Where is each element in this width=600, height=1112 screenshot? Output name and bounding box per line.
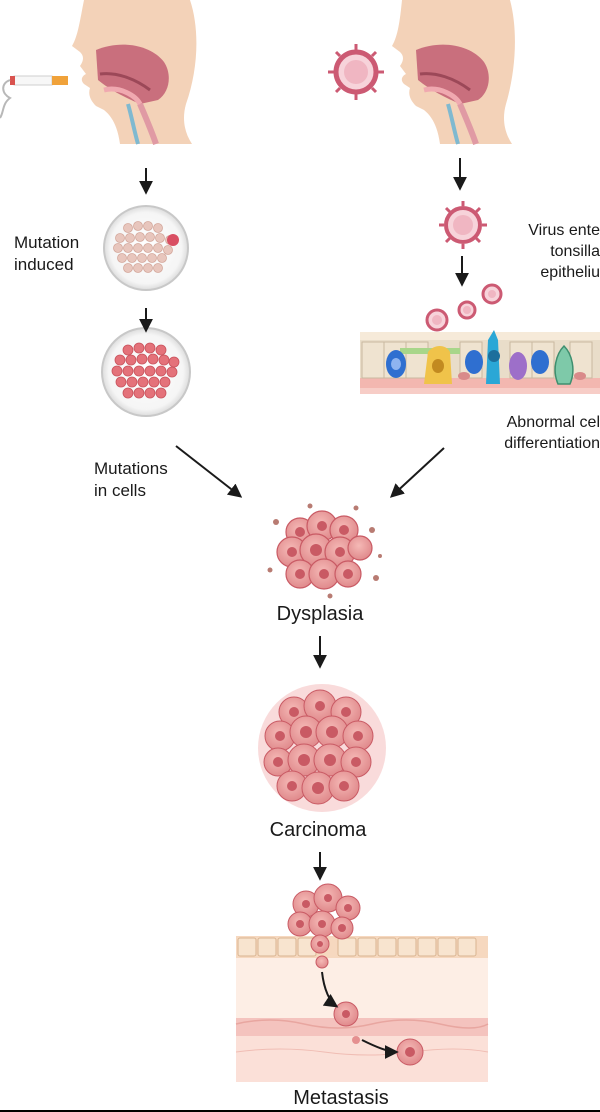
virus-icon-small-1: [481, 283, 503, 305]
label-mutations-in-cells: Mutations in cells: [94, 459, 168, 500]
virus-icon-small-2: [457, 300, 477, 320]
cell-cluster-icon-metastasis: [287, 883, 424, 1066]
cigarette-icon: [0, 75, 68, 119]
head-profile-icon-left: [72, 0, 197, 145]
cell-cluster-icon-dysplasia: [267, 503, 382, 599]
label-metastasis: Metastasis: [293, 1087, 389, 1109]
label-mutation-induced: Mutation induced: [14, 233, 80, 274]
label-abnormal-cell: Abnormal cel differentiation: [504, 414, 600, 452]
head-profile-icon-right: [392, 0, 515, 145]
label-carcinoma: Carcinoma: [269, 819, 367, 841]
cell-cluster-icon-carcinoma: [258, 684, 386, 812]
label-dysplasia: Dysplasia: [276, 603, 364, 625]
petri-dish-icon-sparse: [103, 205, 189, 291]
arrow-icon: [139, 158, 469, 1059]
label-virus-enters: Virus ente tonsilla epitheliu: [528, 222, 600, 281]
virus-icon-small-3: [425, 308, 449, 332]
tissue-layer-icon: [235, 936, 489, 1082]
petri-dish-icon-dense: [101, 327, 191, 417]
epithelium-icon: [360, 330, 600, 394]
virus-icon-mid: [439, 201, 487, 249]
virus-icon-large: [328, 44, 384, 100]
